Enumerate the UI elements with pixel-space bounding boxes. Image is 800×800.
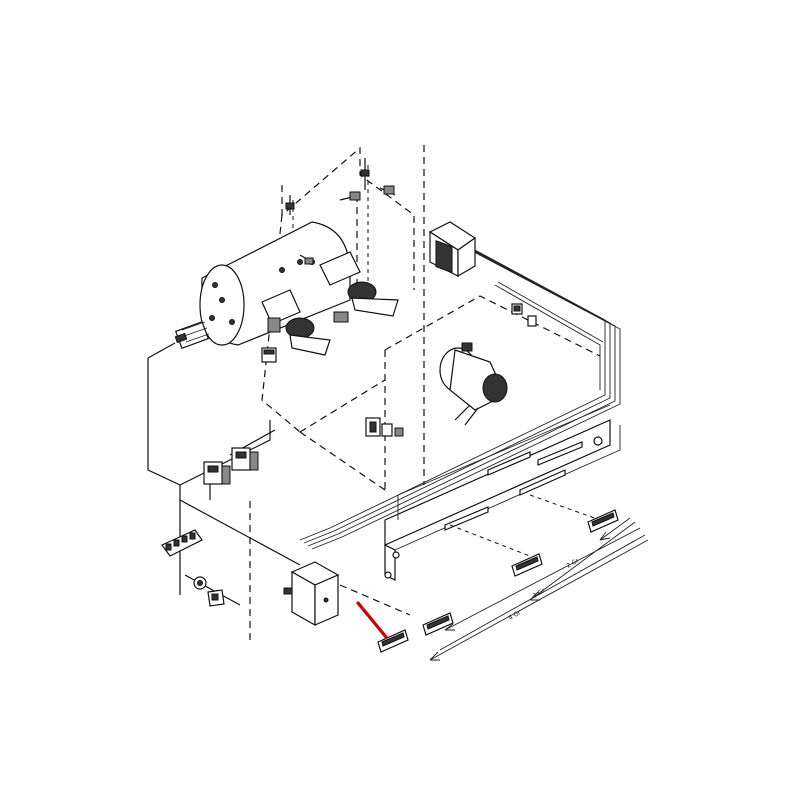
level-probes [285,158,396,265]
keypad-1 [377,629,409,653]
relay-upper [231,447,259,471]
solenoid-valve [365,417,404,437]
keypad-3 [511,553,543,577]
main-switch [193,576,225,607]
pump-motor [439,342,508,426]
valve-coil-left [261,347,277,363]
keypad-2 [422,612,454,636]
group-valve-right [319,251,399,323]
pressure-switch [511,303,537,327]
front-panel [384,404,621,581]
cable-length-arrows [429,517,649,661]
control-box [428,221,477,278]
keypad-4 [587,509,619,533]
heating-element [174,320,210,350]
electrical-enclosure [283,561,340,627]
group-valve-left [261,289,331,356]
boiler-tank [199,221,351,346]
relay-lower [203,461,231,485]
highlight-pointer [356,601,388,639]
dashed-frame-lines [249,145,601,640]
terminal-block [161,529,203,557]
